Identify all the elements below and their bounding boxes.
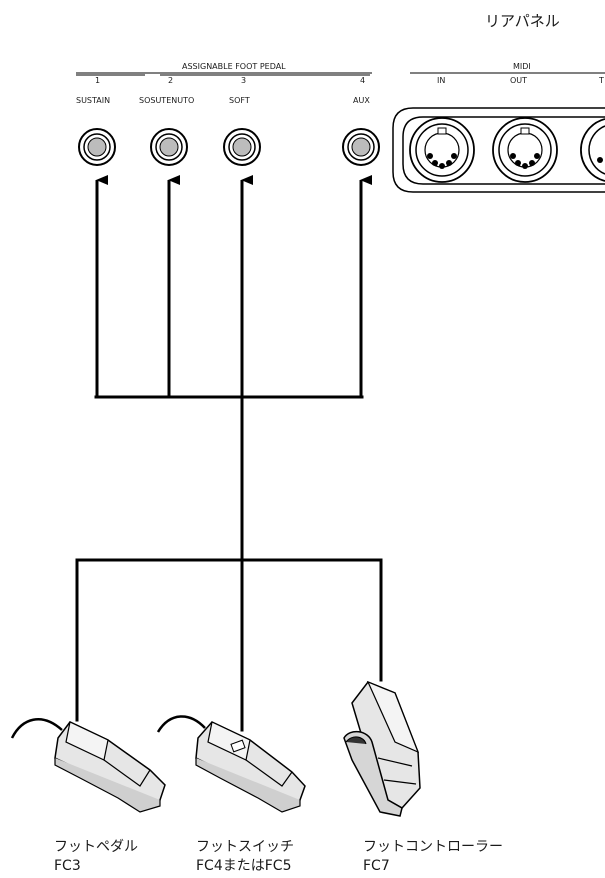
connection-lines <box>75 395 383 732</box>
jack-1-number: 1 <box>95 76 100 85</box>
jack-4 <box>342 128 380 166</box>
jack-2-number: 2 <box>168 76 173 85</box>
jack-3-label: SOFT <box>229 96 250 105</box>
jack-4-number: 4 <box>360 76 365 85</box>
midi-in-label: IN <box>437 76 445 85</box>
jack-1-label: SUSTAIN <box>76 96 110 105</box>
midi-out-label: OUT <box>510 76 527 85</box>
jack-3-number: 3 <box>241 76 246 85</box>
pedal-fc4-name: フットスイッチ <box>196 839 294 855</box>
jack-2-label: SOSUTENUTO <box>139 96 194 105</box>
foot-controller-fc7-illustration <box>343 680 421 817</box>
midi-heading: MIDI <box>513 62 531 71</box>
midi-thru-partial-label: T <box>598 76 604 85</box>
pedal-fc7-model: FC7 <box>363 858 390 874</box>
midi-panel <box>392 107 605 193</box>
jack-3 <box>223 128 261 166</box>
pedal-fc3-model: FC3 <box>54 858 81 874</box>
jack-1 <box>78 128 116 166</box>
midi-in-port <box>409 117 475 183</box>
foot-switch-fc4-fc5-illustration <box>156 715 306 813</box>
pedal-fc7-name: フットコントローラー <box>363 839 503 855</box>
rear-panel-title: リアパネル <box>485 12 560 30</box>
midi-thru-port-partial <box>580 118 605 182</box>
jack-2 <box>150 128 188 166</box>
jack-4-label: AUX <box>353 96 370 105</box>
pedal-fc4-model: FC4またはFC5 <box>196 858 291 874</box>
foot-pedal-fc3-illustration <box>10 718 166 813</box>
assignable-heading: ASSIGNABLE FOOT PEDAL <box>182 62 286 71</box>
connection-arrows <box>95 175 372 398</box>
assignable-header: ASSIGNABLE FOOT PEDAL <box>76 62 370 76</box>
midi-out-port <box>492 117 558 183</box>
pedal-fc3-name: フットペダル <box>54 839 138 855</box>
